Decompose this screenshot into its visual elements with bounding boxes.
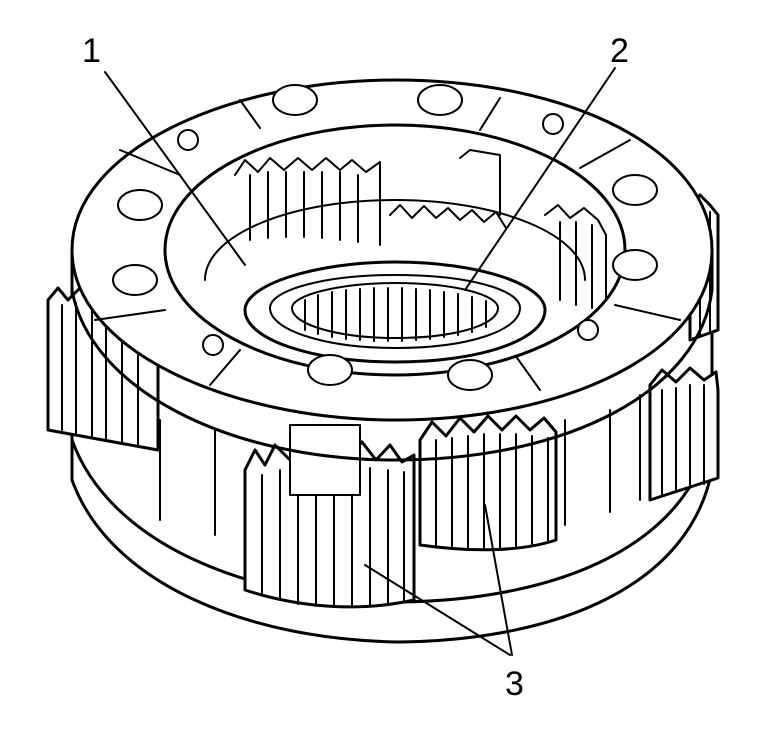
planet-pinion-front-left: [243, 438, 416, 609]
callout-label-2: 2: [610, 32, 629, 70]
callout-leaders: [104, 67, 616, 656]
callout-label-1: 1: [82, 32, 101, 70]
pinion-pins: [112, 84, 658, 391]
callout-label-3: 3: [505, 665, 524, 703]
planet-pinion-front-right: [418, 414, 558, 552]
carrier-post: [289, 424, 361, 496]
sun-gear-hub: [243, 260, 547, 364]
planet-pinion-right-lower: [648, 366, 720, 502]
